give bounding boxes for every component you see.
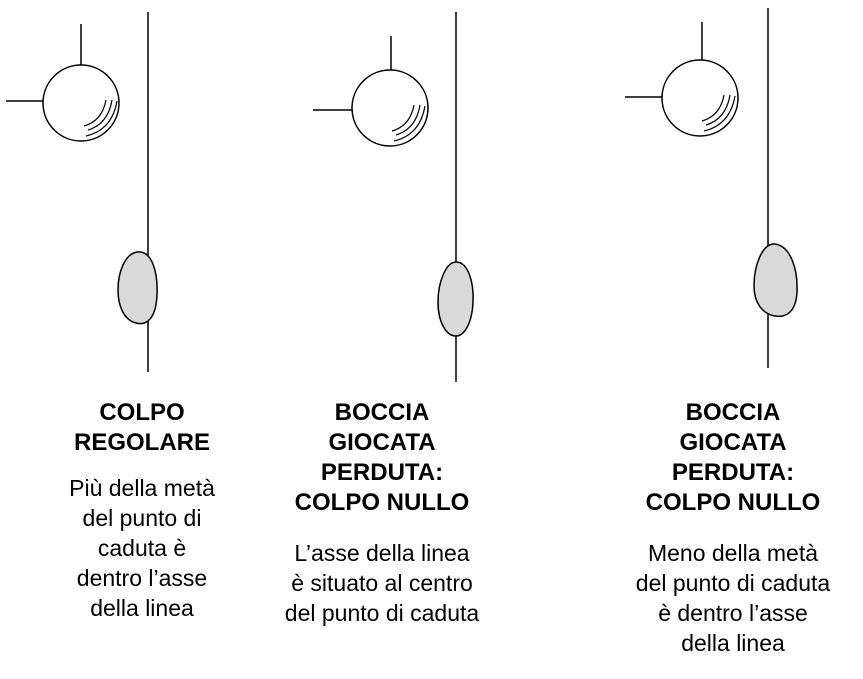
diagram-figure <box>6 8 798 382</box>
ball-icon <box>625 22 739 137</box>
panel-3-title: BOCCIA GIOCATA PERDUTA: COLPO NULLO <box>645 399 821 516</box>
impact-mark-shape <box>437 261 474 337</box>
impact-mark-shape <box>753 243 798 318</box>
panel-3-caption: BOCCIA GIOCATA PERDUTA: COLPO NULLO Meno… <box>608 398 858 658</box>
panel-1-description: Più della metà del punto di caduta è den… <box>69 475 215 621</box>
ball-icon <box>313 36 429 147</box>
panel-2-title: BOCCIA GIOCATA PERDUTA: COLPO NULLO <box>294 399 470 516</box>
panel-3-description: Meno della metà del punto di caduta è de… <box>635 540 831 656</box>
panel-3-illustration <box>625 8 798 368</box>
panel-1-illustration <box>6 12 158 372</box>
panel-1-caption: COLPO REGOLARE Più della metà del punto … <box>42 398 242 623</box>
impact-mark-shape <box>117 251 158 325</box>
panel-2-description: L’asse della linea è situato al centro d… <box>284 540 480 626</box>
panel-1-title: COLPO REGOLARE <box>73 399 210 456</box>
panel-2-caption: BOCCIA GIOCATA PERDUTA: COLPO NULLO L’as… <box>272 398 492 628</box>
panel-2-illustration <box>313 12 474 382</box>
ball-icon <box>6 24 120 142</box>
